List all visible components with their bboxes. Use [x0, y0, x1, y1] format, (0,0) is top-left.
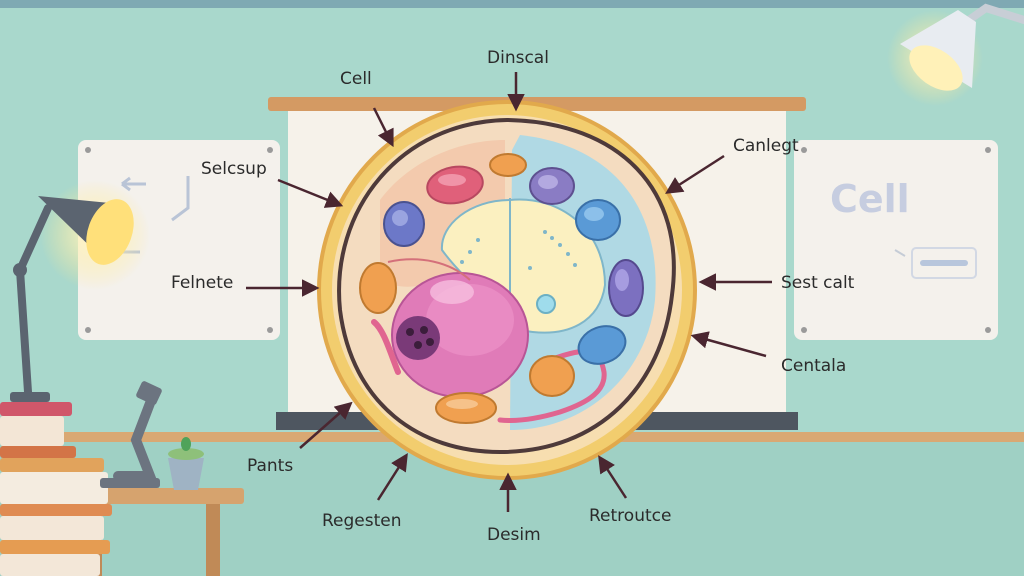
board-cell-text: Cell [830, 177, 910, 221]
label-lower-left: Pants [247, 456, 294, 476]
label-bottom-right: Retroutce [589, 506, 672, 526]
desk-lamp-left [10, 180, 150, 402]
organelle-orange-2 [359, 262, 397, 314]
arrow-upper-right [665, 154, 725, 194]
right-whiteboard: Cell [794, 140, 998, 340]
arrow-lower-left [299, 401, 353, 449]
label-left: Felnete [171, 273, 234, 293]
arrow-bottom-left [376, 453, 408, 501]
arrow-top-left [372, 107, 394, 148]
label-top-left: Cell [340, 69, 372, 89]
label-right: Sest calt [781, 273, 855, 293]
nucleolus [396, 316, 440, 360]
label-bottom-left: Regesten [322, 511, 402, 531]
organelle-orange-1 [489, 153, 527, 177]
label-upper-right: Canlegt [733, 136, 799, 156]
organelle-blue-3 [577, 325, 627, 365]
arrow-lower-right [690, 331, 767, 358]
desk-books [0, 381, 244, 576]
label-arrows [246, 72, 772, 512]
organelle-orange-3 [529, 355, 575, 397]
label-lower-right: Centala [781, 356, 847, 376]
label-upper-left: Selcsup [201, 159, 267, 179]
arrow-upper-left [277, 178, 344, 208]
label-bottom: Desim [487, 525, 541, 545]
arrow-bottom-right [598, 455, 628, 499]
label-top: Dinscal [487, 48, 549, 68]
animal-cell [317, 100, 697, 480]
ceiling-lamp [887, 3, 1024, 106]
